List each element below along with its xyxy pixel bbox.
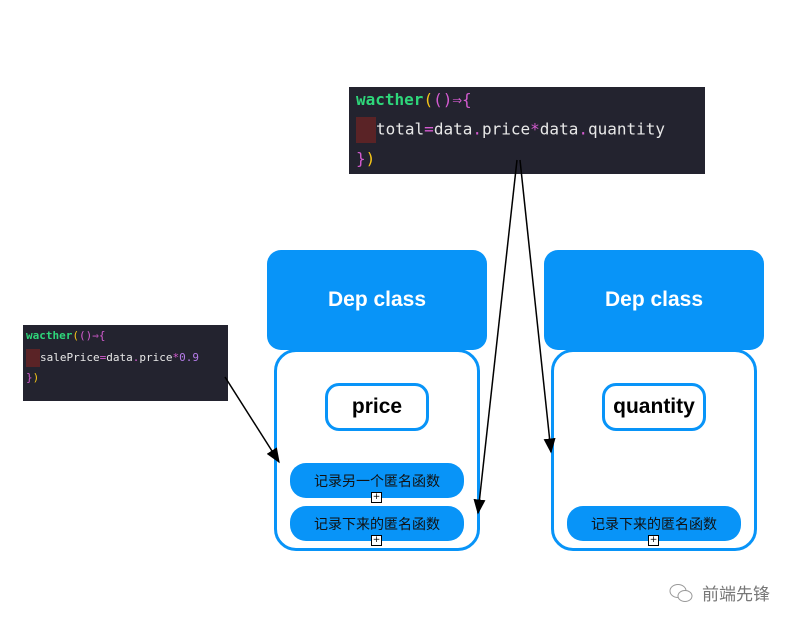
code-paren: ( — [433, 90, 443, 109]
code-text: total — [376, 119, 425, 139]
code-arrow: ⇒{ — [92, 329, 106, 342]
code-op: * — [530, 119, 540, 139]
code-paren: ) — [85, 329, 93, 342]
plus-icon: + — [371, 535, 382, 546]
arrow-to-quantity-subscriber — [519, 159, 556, 454]
watermark: 前端先锋 — [668, 580, 770, 605]
arrow-saleprice-to-price — [224, 376, 280, 464]
code-text: price — [481, 119, 531, 139]
plus-icon: + — [371, 492, 382, 503]
code-block-saleprice: wacther(()⇒{ salePrice=data.price*0.9 }) — [23, 325, 228, 401]
code-text: data — [106, 351, 133, 364]
dep-key-quantity: quantity — [602, 383, 706, 431]
code-paren: ) — [365, 149, 376, 168]
code-text: salePrice — [40, 351, 100, 364]
dep-key-price: price — [325, 383, 429, 431]
code-op: . — [578, 119, 588, 139]
arrow-to-price-subscriber — [473, 159, 518, 515]
code-paren: ) — [442, 90, 453, 109]
dep-class-header-right: Dep class — [544, 250, 764, 350]
code-number: 0.9 — [179, 351, 199, 364]
code-paren: ( — [423, 90, 434, 109]
code-paren: ( — [72, 329, 79, 342]
code-text: price — [139, 351, 173, 364]
cursor-mark — [26, 349, 40, 367]
code-paren: ) — [32, 371, 40, 384]
watermark-text: 前端先锋 — [702, 585, 770, 605]
code-text: quantity — [587, 119, 666, 139]
code-op: = — [99, 351, 107, 364]
code-arrow: ⇒{ — [452, 90, 472, 109]
code-text: data — [539, 119, 579, 139]
dep-class-header-left: Dep class — [267, 250, 487, 350]
code-block-total: wacther(()⇒{ total=data.price*data.quant… — [349, 87, 705, 174]
code-brace: } — [26, 371, 33, 384]
plus-icon: + — [648, 535, 659, 546]
code-op: * — [172, 351, 180, 364]
wechat-icon — [669, 583, 693, 602]
code-keyword: wacther — [26, 329, 73, 342]
code-op: = — [424, 119, 434, 139]
code-brace: } — [356, 149, 366, 168]
code-text: data — [433, 119, 473, 139]
code-op: . — [132, 351, 140, 364]
cursor-mark — [356, 117, 376, 143]
code-keyword: wacther — [356, 90, 424, 109]
code-op: . — [472, 119, 482, 139]
code-paren: ( — [78, 329, 86, 342]
